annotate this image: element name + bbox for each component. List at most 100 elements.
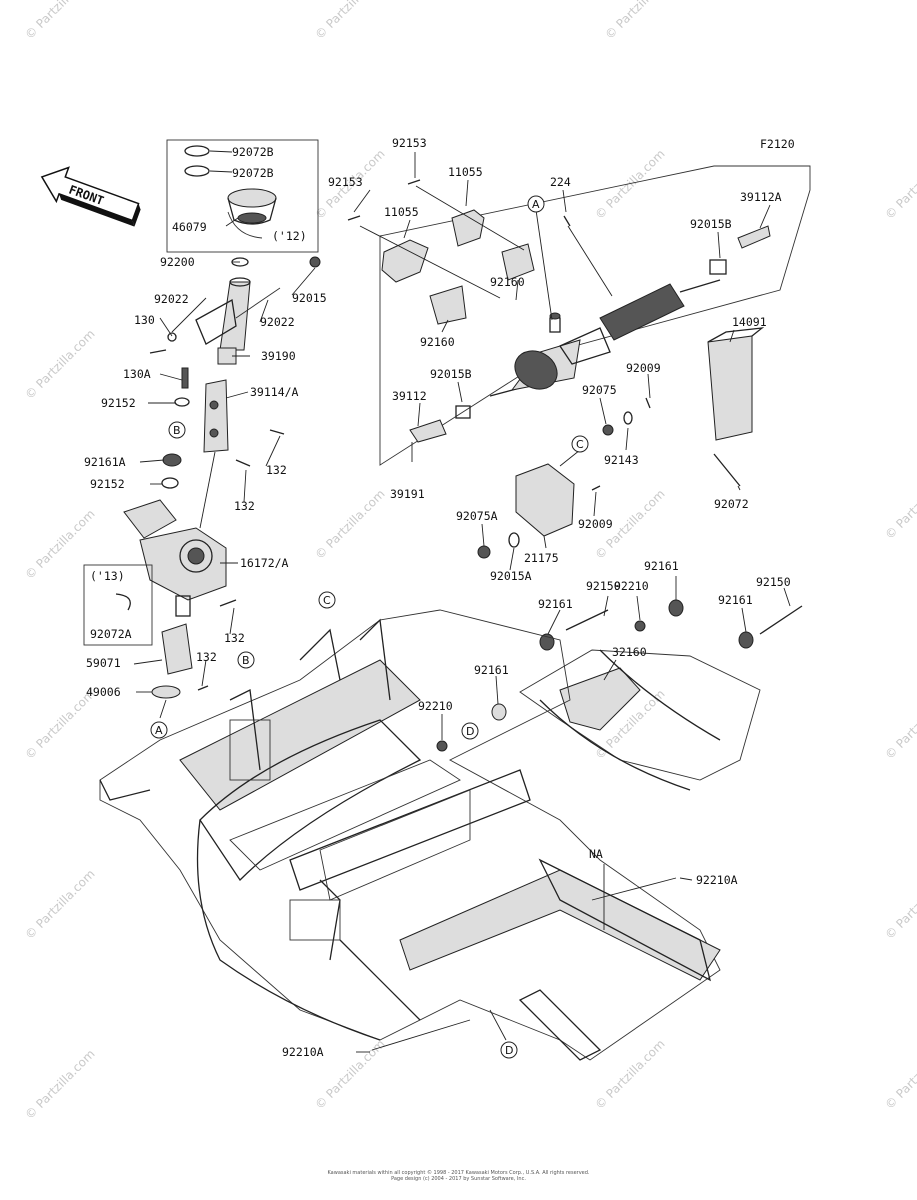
part-label: 32160 (612, 645, 647, 659)
watermark-text: © Partzilla.com (22, 327, 97, 402)
part-label: 39191 (390, 487, 425, 501)
svg-text:D: D (466, 725, 474, 738)
callouts: A B C C B A D D (150, 195, 589, 1059)
part-label: 92210A (696, 873, 738, 887)
part-label: 132 (234, 499, 255, 513)
horn-kit-box (166, 139, 319, 253)
svg-text:B: B (173, 424, 181, 437)
part-label: 92075A (456, 509, 498, 523)
part-label: 92009 (578, 517, 613, 531)
part-label: 92200 (160, 255, 195, 269)
part-label: 39190 (261, 349, 296, 363)
callout-b-shaft: B (168, 421, 186, 439)
svg-text:A: A (155, 724, 163, 737)
part-label: 92152 (90, 477, 125, 491)
part-label: 92072B (232, 166, 274, 180)
part-label: 130 (134, 313, 155, 327)
part-label: 92015B (430, 367, 472, 381)
part-label: 92153 (328, 175, 363, 189)
part-label: 16172/A (240, 556, 289, 570)
svg-text:C: C (323, 594, 331, 607)
part-label: 39114/A (250, 385, 299, 399)
part-label: 21175 (524, 551, 559, 565)
part-label: 132 (224, 631, 245, 645)
part-label: NA (589, 847, 603, 861)
watermark-text: © Partzilla.com (882, 467, 917, 542)
part-label: 92143 (604, 453, 639, 467)
callout-d-arm: D (461, 722, 479, 740)
part-label: 92075 (582, 383, 617, 397)
part-label: 92009 (626, 361, 661, 375)
part-label: 49006 (86, 685, 121, 699)
part-label: 92022 (260, 315, 295, 329)
part-label: 92210 (418, 699, 453, 713)
copyright-line: Page design (c) 2004 - 2017 by Sunstar S… (391, 1176, 526, 1182)
power-steering-unit (123, 499, 227, 617)
part-label: 92161 (538, 597, 573, 611)
part-label: 39112A (740, 190, 782, 204)
callout-c-frame: C (318, 591, 336, 609)
frame (99, 609, 721, 1061)
watermark-text: © Partzilla.com (22, 507, 97, 582)
watermark-text: © Partzilla.com (22, 0, 97, 42)
part-label: 92072 (714, 497, 749, 511)
part-label: 92161 (644, 559, 679, 573)
leader-lines (133, 152, 791, 1053)
watermark-text: © Partzilla.com (882, 687, 917, 762)
steering-rack (379, 165, 811, 466)
part-label: 92210 (614, 579, 649, 593)
part-label: 92015 (292, 291, 327, 305)
svg-text:A: A (532, 198, 540, 211)
part-label: 92161 (718, 593, 753, 607)
part-label: 59071 (86, 656, 121, 670)
copyright-line: Kawasaki materials within all copyright … (327, 1170, 590, 1176)
part-label: 92152 (101, 396, 136, 410)
callout-c-bracket: C (571, 435, 589, 453)
a-arm (436, 599, 803, 791)
part-label: 92015A (490, 569, 532, 583)
front-arrow-icon: FRONT (40, 166, 141, 227)
watermark-text: © Partzilla.com (882, 1037, 917, 1112)
watermark-text: © Partzilla.com (602, 0, 677, 42)
watermark-text: © Partzilla.com (882, 867, 917, 942)
relay-bracket (477, 327, 765, 559)
diagram-code: F2120 (760, 137, 795, 151)
part-label: 92150 (756, 575, 791, 589)
watermark-text: © Partzilla.com (592, 1037, 667, 1112)
part-label: 11055 (448, 165, 483, 179)
lower-joint (151, 599, 237, 699)
part-label: 92022 (154, 292, 189, 306)
part-label: 11055 (384, 205, 419, 219)
part-label: ('13) (90, 569, 125, 583)
rack-brackets (347, 179, 571, 325)
part-label: 92072B (232, 145, 274, 159)
part-label: 132 (266, 463, 287, 477)
part-label: 92150 (586, 579, 621, 593)
callout-d-frame: D (500, 1041, 518, 1059)
callout-b-frame: B (237, 651, 255, 669)
part-label: ('12) (272, 229, 307, 243)
part-label: 92160 (420, 335, 455, 349)
part-labels: 92072B 92072B 46079 ('12) 92200 92015 92… (84, 136, 791, 1059)
part-label: 14091 (732, 315, 767, 329)
part-label: 92015B (690, 217, 732, 231)
watermark-text: © Partzilla.com (592, 147, 667, 222)
part-label: 132 (196, 650, 217, 664)
part-label: 224 (550, 175, 571, 189)
callout-a-rack: A (527, 195, 545, 213)
callout-a-frame: A (150, 721, 168, 739)
watermark-text: © Partzilla.com (882, 147, 917, 222)
steering-shaft (149, 256, 321, 529)
watermark-text: © Partzilla.com (312, 487, 387, 562)
watermark-text: © Partzilla.com (22, 1047, 97, 1122)
svg-text:D: D (505, 1044, 513, 1057)
part-label: 46079 (172, 220, 207, 234)
part-label: 92153 (392, 136, 427, 150)
part-label: 92210A (282, 1045, 324, 1059)
part-label: 92160 (490, 275, 525, 289)
svg-text:B: B (242, 654, 250, 667)
part-label: 92072A (90, 627, 132, 641)
svg-text:C: C (576, 438, 584, 451)
part-label: 92161A (84, 455, 126, 469)
